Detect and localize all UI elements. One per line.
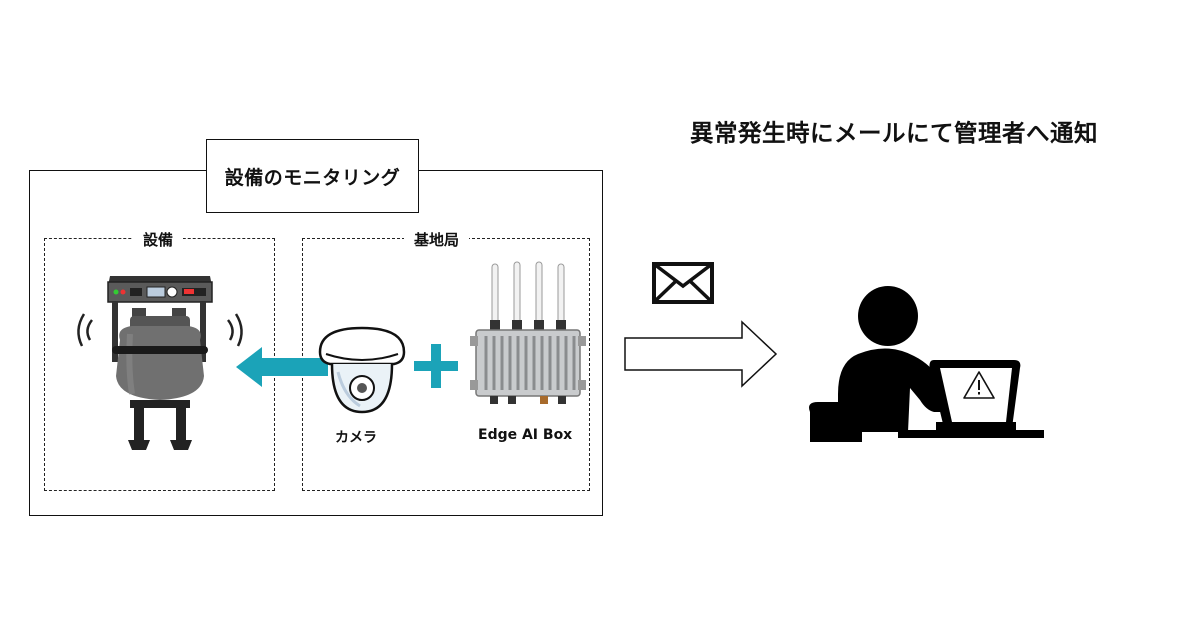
notify-arrow-icon <box>624 320 778 388</box>
monitor-arrow-icon <box>236 347 328 387</box>
equipment-label: 設備 <box>133 228 184 250</box>
dome-camera-icon <box>318 326 406 414</box>
monitoring-title: 設備のモニタリング <box>206 139 419 213</box>
edge-box-label: Edge AI Box <box>478 427 573 443</box>
base-station-label: 基地局 <box>404 228 470 250</box>
camera-label: カメラ <box>335 430 377 446</box>
plus-icon <box>414 344 458 388</box>
mail-envelope-icon <box>652 262 714 304</box>
edge-ai-box-icon <box>470 261 586 404</box>
admin-at-laptop-icon <box>809 286 1044 442</box>
machine-icon <box>77 276 243 450</box>
notification-text: 異常発生時にメールにて管理者へ通知 <box>690 119 1098 147</box>
warning-icon <box>963 371 995 399</box>
